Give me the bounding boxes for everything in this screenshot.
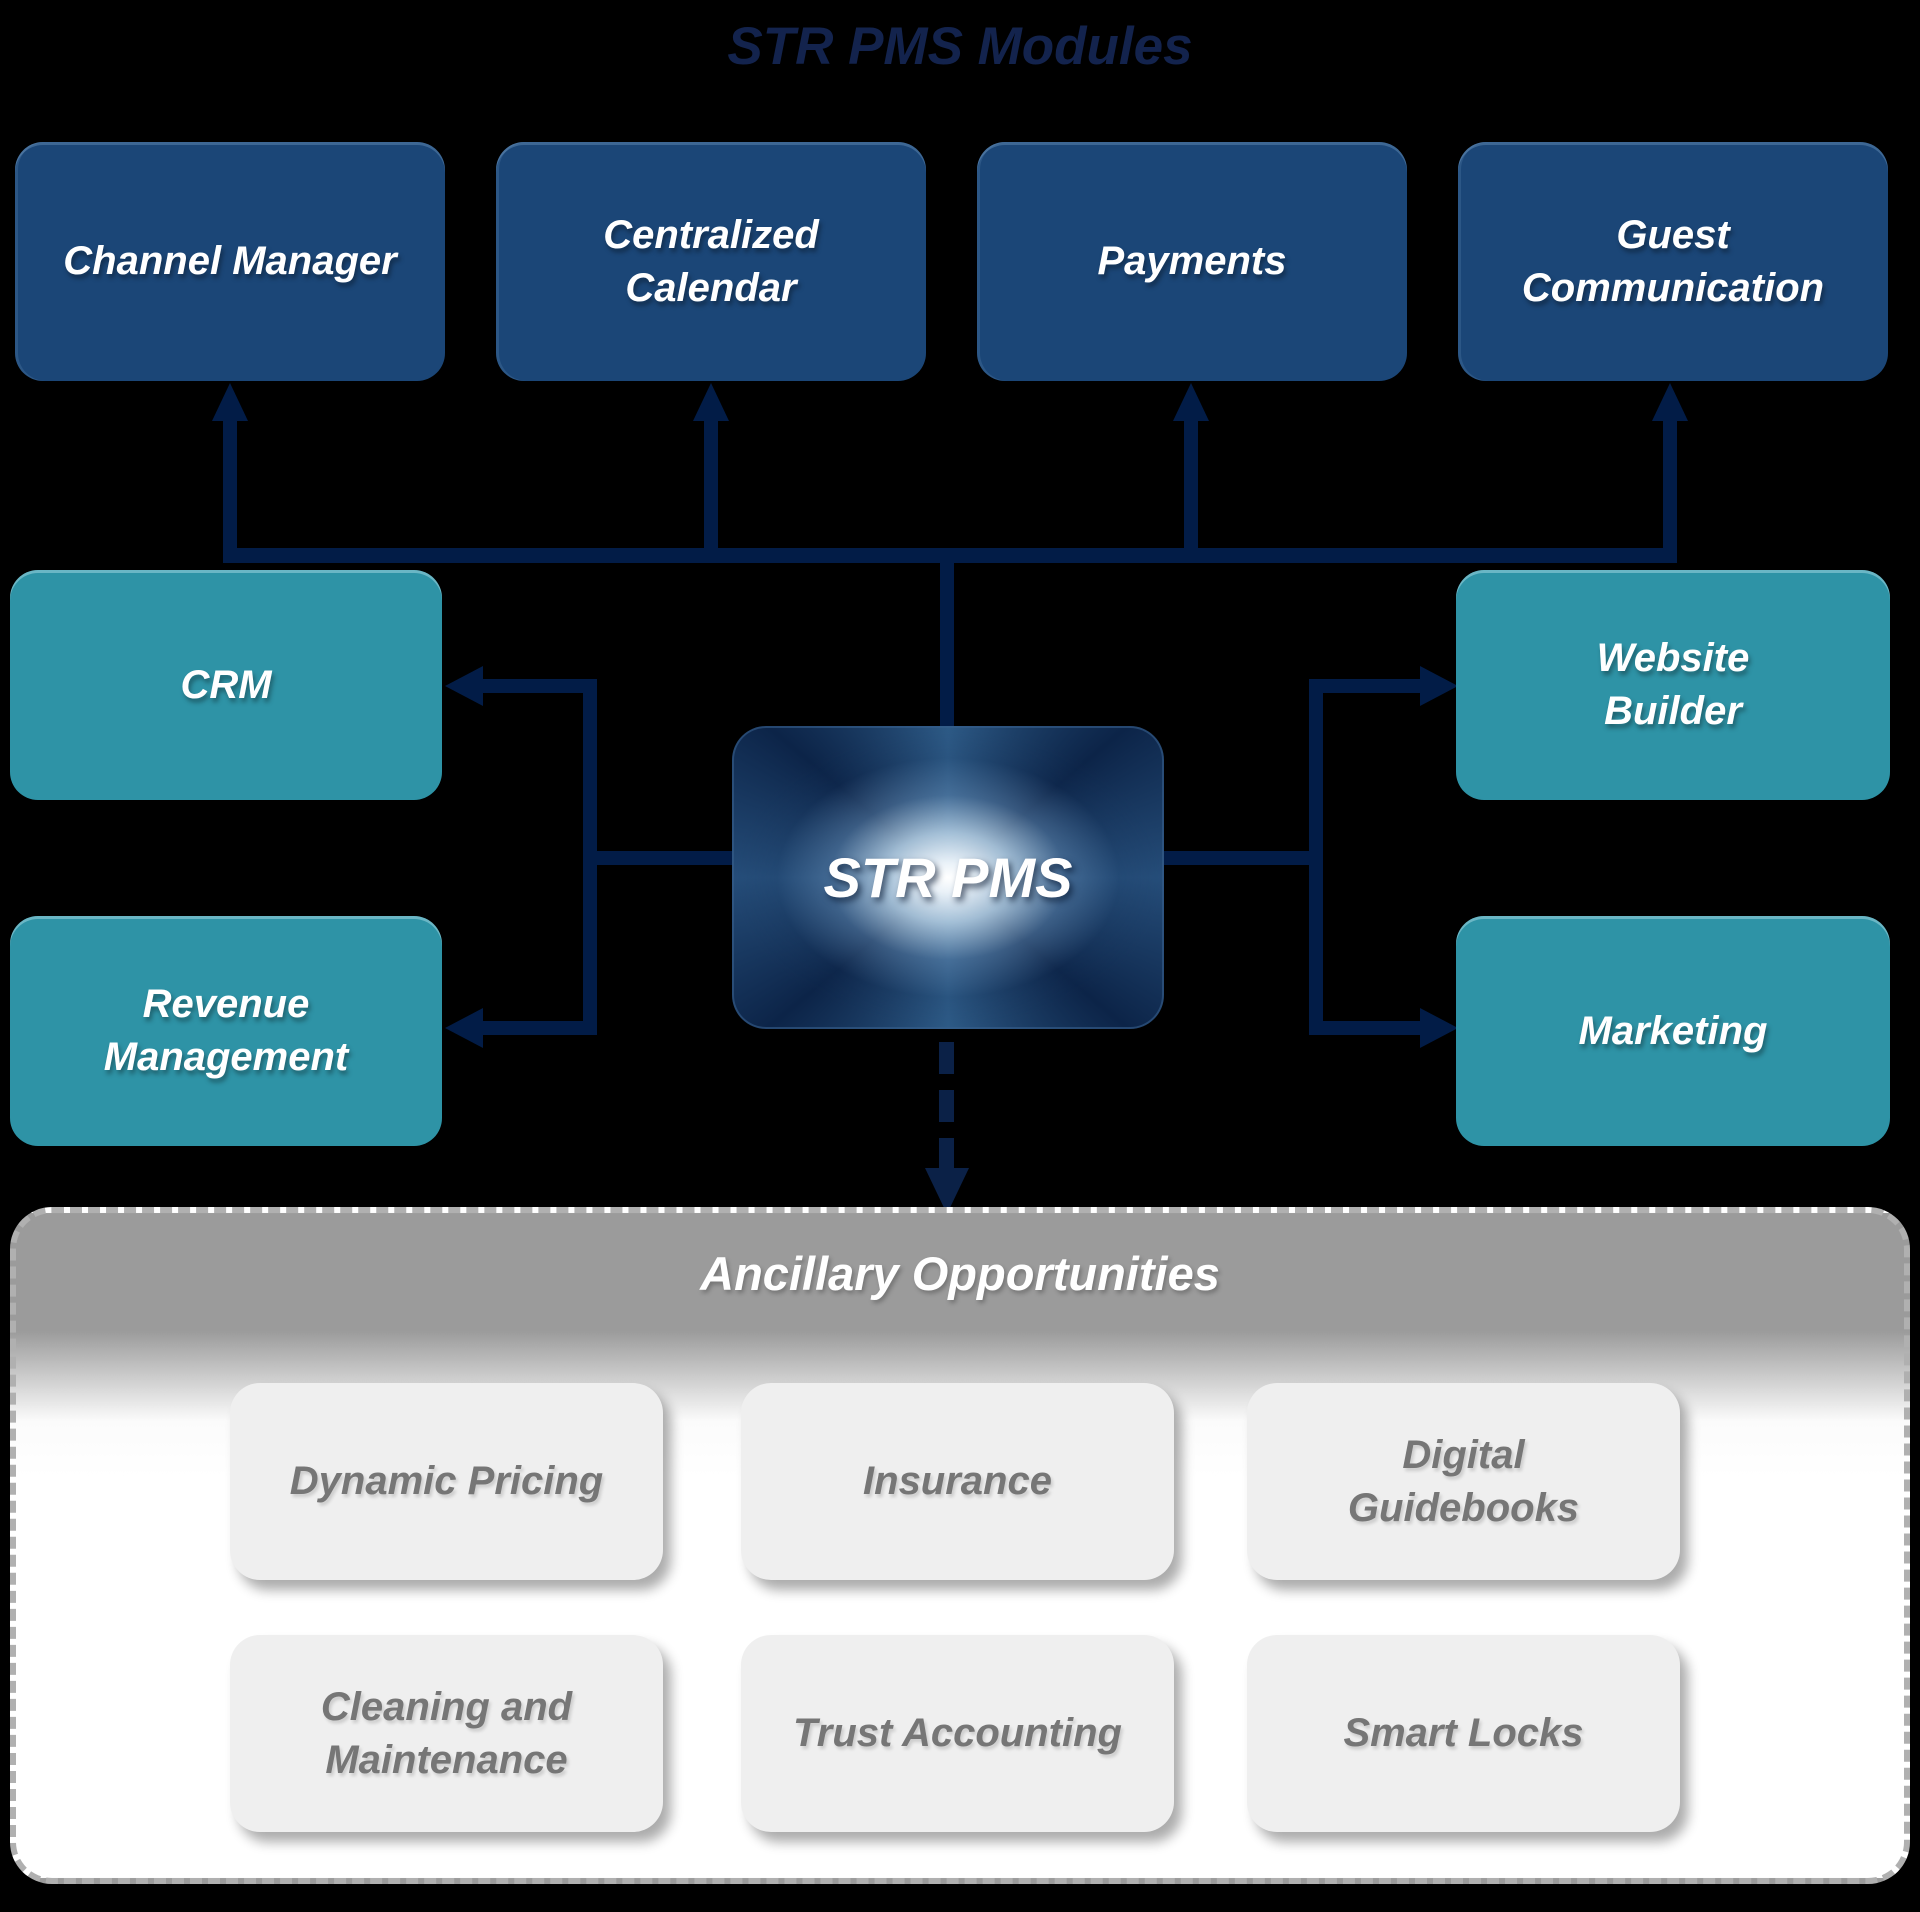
- arrow-down-icon: [925, 1168, 969, 1214]
- ancillary-item-digital-guidebooks: Digital Guidebooks: [1247, 1383, 1680, 1580]
- module-label: Marketing: [1578, 1008, 1768, 1053]
- ancillary-item-label: Digital Guidebooks: [1347, 1432, 1580, 1530]
- module-label: Centralized Calendar: [603, 212, 819, 310]
- connector-website-seg: [1323, 679, 1422, 693]
- ancillary-item-trust-accounting: Trust Accounting: [741, 1635, 1174, 1832]
- ancillary-item-insurance: Insurance: [741, 1383, 1174, 1580]
- connector-crm-seg: [481, 679, 597, 693]
- arrow-up-icon: [693, 383, 729, 421]
- arrow-up-icon: [1652, 383, 1688, 421]
- module-payments: Payments: [977, 142, 1407, 381]
- central-str-pms-node: STR PMS: [732, 726, 1164, 1029]
- module-label: Payments: [1097, 239, 1287, 284]
- module-centralized-calendar: Centralized Calendar: [496, 142, 926, 381]
- ancillary-item-label: Dynamic Pricing: [289, 1459, 604, 1504]
- ancillary-item-dynamic-pricing: Dynamic Pricing: [230, 1383, 663, 1580]
- arrow-left-icon: [445, 666, 483, 706]
- connector-top-vline-3: [1184, 416, 1198, 563]
- connector-top-vline-1: [223, 416, 237, 563]
- connector-revenue-seg: [481, 1021, 597, 1035]
- module-revenue-management: Revenue Management: [10, 916, 442, 1146]
- arrow-up-icon: [212, 383, 248, 421]
- connector-center-right: [1158, 851, 1309, 865]
- connector-marketing-seg: [1323, 1021, 1422, 1035]
- ancillary-header: Ancillary Opportunities: [700, 1246, 1220, 1300]
- module-label: Website Builder: [1596, 636, 1750, 733]
- arrow-right-icon: [1420, 666, 1458, 706]
- ancillary-panel: Ancillary Opportunities Dynamic Pricing …: [10, 1207, 1910, 1884]
- module-label: CRM: [180, 662, 272, 707]
- module-guest-communication: Guest Communication: [1458, 142, 1888, 381]
- module-marketing: Marketing: [1456, 916, 1890, 1146]
- module-label: Guest Communication: [1521, 212, 1825, 310]
- arrow-up-icon: [1173, 383, 1209, 421]
- ancillary-item-label: Cleaning and Maintenance: [320, 1684, 573, 1782]
- arrow-right-icon: [1420, 1008, 1458, 1048]
- ancillary-item-smart-locks: Smart Locks: [1247, 1635, 1680, 1832]
- module-label: Revenue Management: [103, 982, 349, 1079]
- module-website-builder: Website Builder: [1456, 570, 1890, 800]
- central-node-label: STR PMS: [823, 846, 1073, 909]
- dashed-connector: [939, 1042, 954, 1170]
- ancillary-item-label: Trust Accounting: [793, 1711, 1122, 1756]
- connector-top-vline-4: [1663, 416, 1677, 563]
- arrow-left-icon: [445, 1008, 483, 1048]
- page-title: STR PMS Modules: [727, 17, 1193, 76]
- module-crm: CRM: [10, 570, 442, 800]
- ancillary-item-cleaning-maintenance: Cleaning and Maintenance: [230, 1635, 663, 1832]
- connector-center-drop: [940, 548, 954, 726]
- connector-center-left: [590, 851, 735, 865]
- ancillary-item-label: Smart Locks: [1343, 1711, 1584, 1756]
- module-label: Channel Manager: [63, 239, 397, 284]
- connector-right-vline: [1309, 679, 1323, 1035]
- connector-top-vline-2: [704, 416, 718, 563]
- module-channel-manager: Channel Manager: [15, 142, 445, 381]
- ancillary-item-label: Insurance: [863, 1459, 1052, 1504]
